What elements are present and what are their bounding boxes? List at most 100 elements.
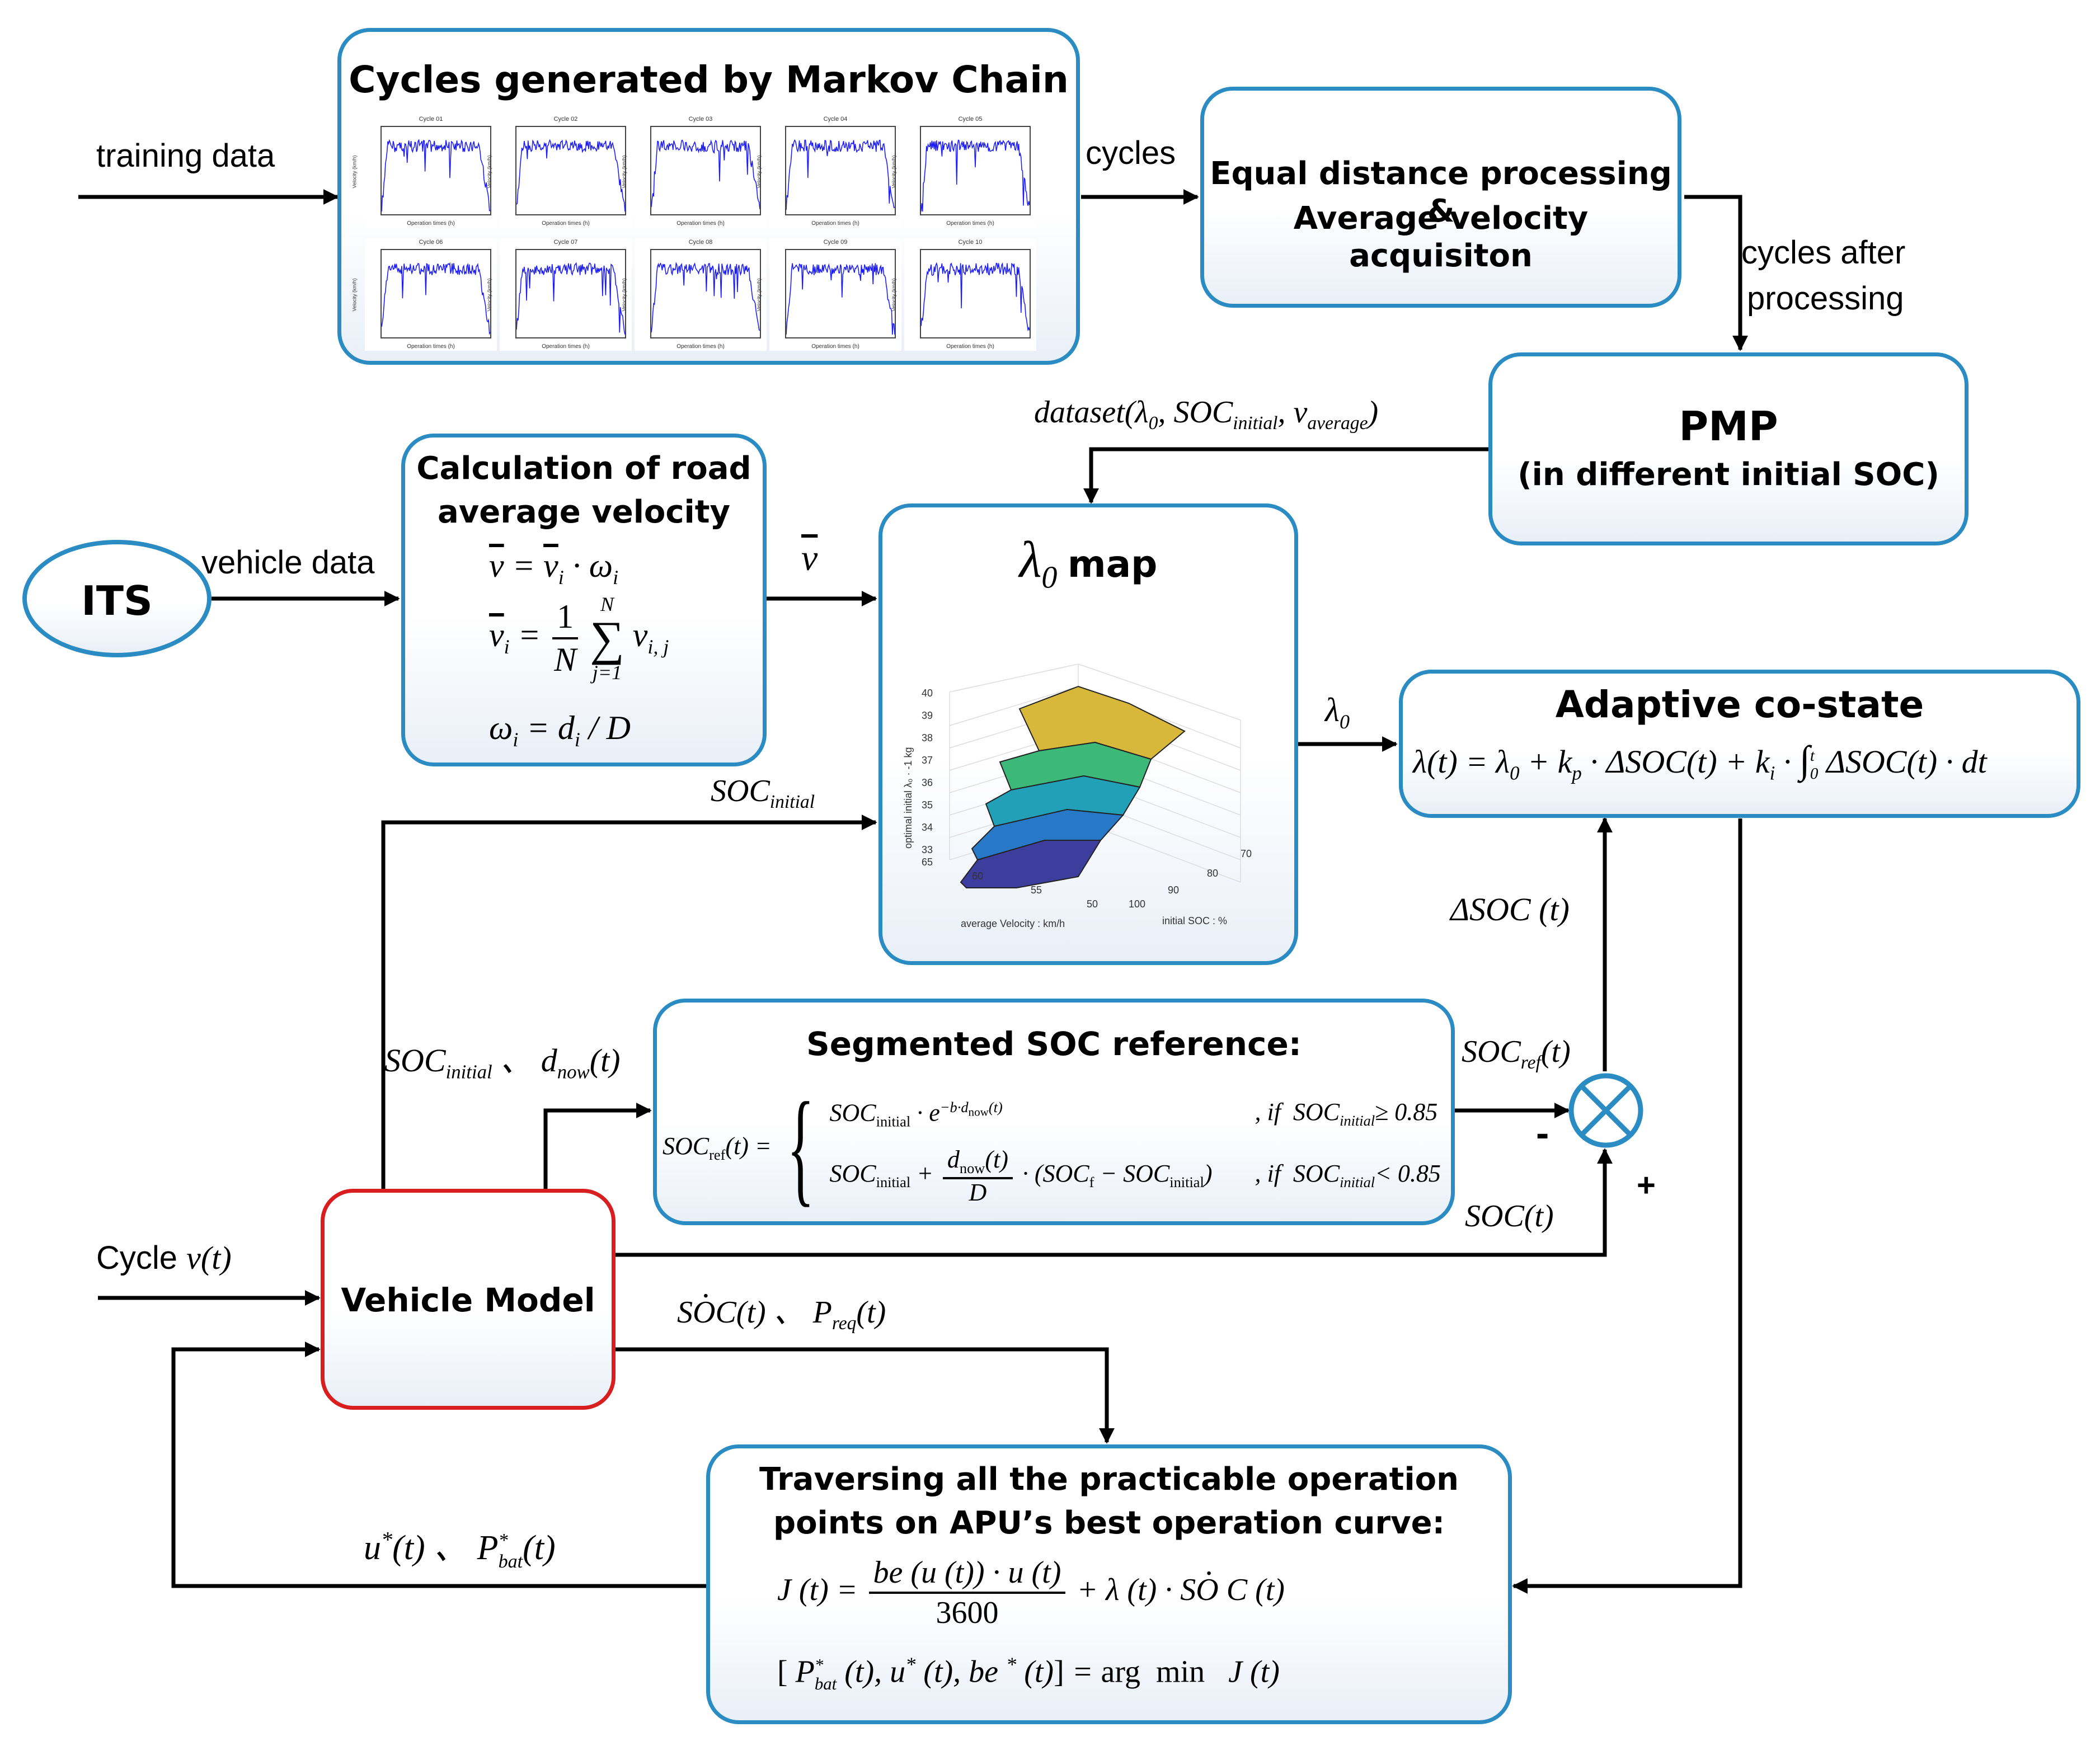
arrow-dnow: [543, 1103, 652, 1189]
cycle-thumbnail-plot: [380, 249, 491, 338]
arrow-socdot-preq: [616, 1347, 1115, 1444]
segmented-soc-formula: SOCref(t) = { SOCinitial · e−b·dnow(t) ,…: [663, 1076, 1441, 1218]
markov-chain-block: Cycles generated by Markov Chain Cycle 0…: [337, 28, 1080, 365]
cycle-thumbnail: Cycle 08 Velocity (km/h) Operation times (…: [622, 239, 767, 351]
road-velocity-line1: Calculation of road: [416, 450, 751, 487]
cycle-thumbnail-title: Cycle 08: [688, 239, 713, 246]
x-tick: 60: [972, 870, 983, 882]
cycle-thumbnail-title: Cycle 05: [958, 116, 983, 123]
lambda0-map-block: λ0 map 40 39 38 37 36 35: [878, 503, 1298, 965]
cycle-thumbnail-title: Cycle 10: [958, 239, 983, 246]
markov-chain-title: Cycles generated by Markov Chain: [349, 58, 1069, 101]
pmp-subtitle: (in different initial SOC): [1518, 456, 1939, 493]
control-output-label: u*(t) 、 P*bat(t): [364, 1527, 556, 1572]
cycle-thumbnail-title: Cycle 09: [823, 239, 848, 246]
soc-ref-label: SOCref(t): [1462, 1034, 1571, 1074]
z-tick: 35: [922, 799, 933, 811]
cycle-input-label: Cycle v(t): [96, 1240, 232, 1276]
lambda0-surface-plot: 40 39 38 37 36 35 34 33 65 60 55 50 70 8…: [903, 663, 1252, 929]
soc-label: SOC(t): [1465, 1199, 1554, 1234]
training-data-label: training data: [96, 138, 275, 174]
z-tick: 39: [922, 710, 933, 721]
cycle-thumbnail-plot: [515, 249, 626, 338]
pmp-block: PMP (in different initial SOC): [1488, 352, 1969, 545]
cycle-thumbnail-plot: [785, 126, 896, 215]
cycle-thumbnail-xlabel: Operation times (h): [407, 343, 455, 350]
cycle-velocity-trace: [786, 139, 895, 210]
cycle-thumbnail-ylabel: Velocity (km/h): [351, 278, 358, 312]
traversing-formula-1: J (t) = be (u (t)) · u (t)3600 + λ (t) ·…: [777, 1555, 1285, 1630]
cycle-thumbnail-ylabel: Velocity (km/h): [621, 155, 627, 189]
z-tick: 34: [922, 822, 933, 833]
equal-distance-line1: Equal distance processing &: [1210, 156, 1672, 230]
cycle-thumbnail-ylabel: Velocity (km/h): [621, 278, 627, 312]
cycle-velocity-trace: [920, 262, 1030, 332]
equal-distance-block: Equal distance processing & Average velo…: [1200, 87, 1681, 308]
lambda0-map-title-suffix: map: [1067, 543, 1158, 586]
cycle-velocity-trace: [786, 263, 895, 335]
lambda0-map-title: λ0 map: [1019, 531, 1158, 595]
cycle-velocity-trace: [651, 139, 760, 209]
cycle-thumbnail-ylabel: Velocity (km/h): [486, 278, 492, 312]
y-tick: 70: [1241, 848, 1252, 859]
traversing-block: Traversing all the practicable operation…: [706, 1444, 1512, 1724]
z-tick: 38: [922, 732, 933, 743]
road-velocity-formula-1: v = vi · ωi: [489, 547, 619, 589]
cycle-thumbnail-xlabel: Operation times (h): [407, 220, 455, 227]
cycle-thumbnail-xlabel: Operation times (h): [676, 343, 725, 350]
cycle-thumbnail-title: Cycle 07: [553, 239, 578, 246]
cycle-thumbnail: Cycle 01 Velocity (km/h) Operation times (…: [352, 116, 497, 228]
its-title: ITS: [81, 577, 153, 624]
pmp-title: PMP: [1679, 403, 1778, 450]
cycle-thumbnail-xlabel: Operation times (h): [542, 220, 590, 227]
road-velocity-formula-3: ωi = di / D: [489, 709, 631, 751]
equal-distance-line2: Average velocity acquisiton: [1293, 200, 1589, 275]
cycle-thumbnail-title: Cycle 01: [419, 116, 443, 123]
z-tick: 36: [922, 777, 933, 788]
surface-band-1: [960, 840, 1102, 888]
traversing-line1: Traversing all the practicable operation: [759, 1461, 1459, 1498]
plus-sign: +: [1637, 1167, 1656, 1203]
cycle-thumbnail: Cycle 09 Velocity (km/h) Operation times (…: [757, 239, 901, 351]
adaptive-costate-title: Adaptive co-state: [1555, 683, 1924, 726]
y-tick: 100: [1129, 898, 1145, 910]
dataset-label: dataset(λ0, SOCinitial, vaverage): [1034, 395, 1379, 434]
soc-initial-dnow-label: SOCinitial 、 dnow(t): [384, 1042, 621, 1083]
socdot-preq-label: SO·C(t) 、 Preq(t): [677, 1279, 886, 1334]
its-node: ITS: [22, 540, 212, 657]
lambda0-signal-label: λ0: [1325, 691, 1350, 733]
cycle-thumbnail-plot: [650, 249, 761, 338]
cycle-velocity-trace: [381, 262, 491, 335]
cycle-thumbnail-title: Cycle 04: [823, 116, 848, 123]
arrow-control-feedback: [171, 1342, 706, 1588]
z-tick: 37: [922, 755, 933, 766]
cycle-thumbnail-plot: [650, 126, 761, 215]
vehicle-model-title: Vehicle Model: [341, 1281, 595, 1319]
cycle-thumbnail-xlabel: Operation times (h): [676, 220, 725, 227]
cycle-thumbnail-xlabel: Operation times (h): [811, 343, 859, 350]
cycle-thumbnail-ylabel: Velocity (km/h): [486, 155, 492, 189]
y-axis-label: initial SOC : %: [1162, 915, 1227, 926]
cycle-thumbnail-xlabel: Operation times (h): [946, 220, 994, 227]
cycle-thumbnail-ylabel: Velocity (km/h): [756, 278, 762, 312]
vehicle-model-block: Vehicle Model: [321, 1189, 616, 1410]
cycle-input-text: Cycle: [96, 1240, 178, 1276]
cycle-velocity-trace: [651, 262, 760, 333]
delta-soc-label: ΔSOC (t): [1450, 891, 1570, 928]
cycle-thumbnail-ylabel: Velocity (km/h): [756, 155, 762, 189]
arrow-soc-initial: [381, 815, 877, 1189]
road-velocity-line2: average velocity: [437, 494, 731, 530]
cycle-thumbnail-ylabel: Velocity (km/h): [351, 155, 358, 189]
cycles-after-processing-label-2: processing: [1747, 280, 1904, 317]
segmented-soc-block: Segmented SOC reference: SOCref(t) = { S…: [653, 999, 1455, 1225]
minus-sign: -: [1536, 1111, 1549, 1155]
cycle-thumbnail-plot: [380, 126, 491, 215]
